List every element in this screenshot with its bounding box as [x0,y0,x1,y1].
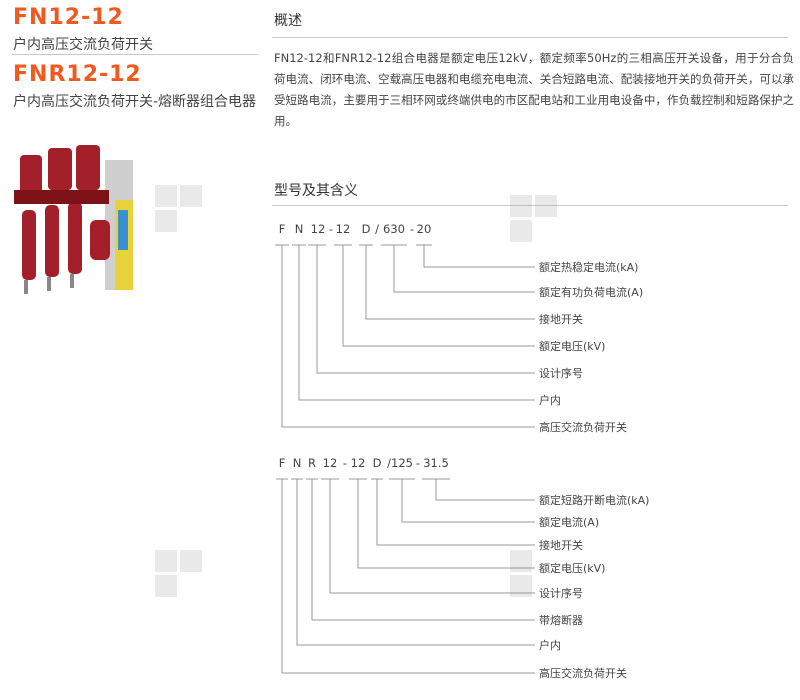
code-meaning-label: 高压交流负荷开关 [539,420,627,434]
code-meaning-label: 额定电流(A) [539,515,599,529]
code-segment: / [375,222,379,236]
leader-line [298,245,535,401]
divider [12,54,258,55]
code-meaning-label: 户内 [539,393,561,407]
leader-line [329,479,535,594]
code-segment: 12 [323,456,338,470]
code-segment: 125 [391,456,413,470]
code-segment: 31.5 [423,456,449,470]
leader-line [316,245,535,374]
code-segment: F [279,456,286,470]
code-meaning-label: 接地开关 [539,312,583,326]
watermark-logo [155,550,202,597]
code-meaning-label: 户内 [539,638,561,652]
code-segment: 12 [311,222,326,236]
leader-line [281,245,535,428]
leader-line [281,479,535,674]
overview-title: 概述 [274,13,302,29]
code-segment: 12 [336,222,351,236]
code-meaning-label: 带熔断器 [539,613,583,627]
watermark-logo [510,195,557,242]
leader-line [296,479,535,646]
code-meaning-label: 额定有功负荷电流(A) [539,285,643,299]
product-image [14,145,133,294]
leader-line [342,245,535,347]
code-segment: - [410,222,414,236]
overview-divider [272,37,788,38]
leader-line [423,245,535,268]
watermark-logo [510,550,532,597]
code-segment: D [373,456,382,470]
leader-line [311,479,535,621]
code-meaning-label: 高压交流负荷开关 [539,666,627,680]
code-meaning-label: 接地开关 [539,538,583,552]
leader-line [393,245,535,293]
code-segment: - [329,222,333,236]
code-segment: R [308,456,316,470]
code-meaning-label: 额定电压(kV) [539,561,605,575]
model-meaning-title: 型号及其含义 [274,183,358,199]
code-segment: 20 [417,222,432,236]
leader-line [401,479,535,523]
code-segment: - [416,456,420,470]
model-title-fn12: FN12-12 [13,5,124,30]
model-meaning-divider [272,205,788,206]
model-desc-fnr12: 户内高压交流负荷开关-熔断器组合电器 [13,94,257,110]
model-desc-fn12: 户内高压交流负荷开关 [13,37,153,53]
code-meaning-label: 设计序号 [539,586,583,600]
overview-text: FN12-12和FNR12-12组合电器是额定电压12kV，额定频率50Hz的三… [274,51,794,128]
code-segment: N [293,456,302,470]
code-meaning-label: 额定电压(kV) [539,339,605,353]
code-segment: 630 [383,222,405,236]
leader-line [376,479,535,546]
code-meaning-label: 设计序号 [539,366,583,380]
code-segment: / [387,456,391,470]
model-title-fnr12: FNR12-12 [13,62,142,87]
code-segment: N [295,222,304,236]
code-meaning-label: 额定短路开断电流(kA) [539,493,649,507]
code-segment: F [279,222,286,236]
code-meaning-label: 额定热稳定电流(kA) [539,260,638,274]
code-segment: 12 [351,456,366,470]
code-segment: D [362,222,371,236]
leader-line [357,479,535,569]
leader-line [365,245,535,320]
code-segment: - [343,456,347,470]
watermark-logo [155,185,202,232]
leader-line [435,479,535,501]
